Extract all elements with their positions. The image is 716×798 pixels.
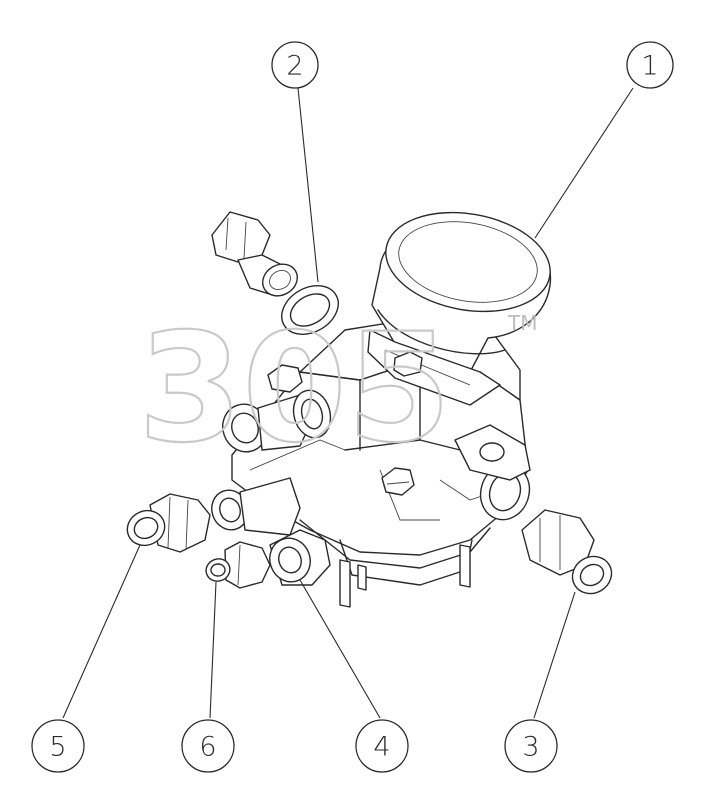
leader-6 — [209, 581, 217, 719]
callout-4: 4 — [355, 719, 409, 773]
callout-5-label: 5 — [49, 732, 66, 763]
leader-1 — [534, 87, 634, 239]
fitting-3 — [521, 509, 613, 595]
watermark-trademark: TM — [507, 311, 537, 335]
leader-lines — [62, 87, 634, 719]
fitting-4 — [269, 529, 331, 586]
leader-3 — [533, 591, 576, 719]
leader-2 — [297, 87, 319, 283]
callout-6: 6 — [181, 719, 235, 773]
top-left-fitting — [211, 211, 298, 297]
callout-3: 3 — [504, 719, 558, 773]
callout-6-label: 6 — [199, 732, 216, 763]
actuator-cap — [367, 211, 552, 406]
leader-5 — [62, 544, 141, 719]
callout-2-label: 2 — [286, 51, 303, 82]
callout-3-label: 3 — [522, 732, 539, 763]
callout-1: 1 — [626, 41, 674, 89]
watermark: 305 TM — [137, 301, 538, 477]
callout-5: 5 — [31, 719, 85, 773]
callout-1-label: 1 — [641, 51, 658, 82]
body-front-ports — [211, 389, 332, 536]
watermark-text: 305 — [138, 302, 451, 476]
callout-4-label: 4 — [373, 732, 390, 763]
fitting-5 — [126, 493, 211, 553]
callout-2: 2 — [271, 41, 319, 89]
fitting-6 — [205, 541, 271, 589]
leader-4 — [299, 579, 381, 719]
sealing-ring — [281, 285, 339, 335]
